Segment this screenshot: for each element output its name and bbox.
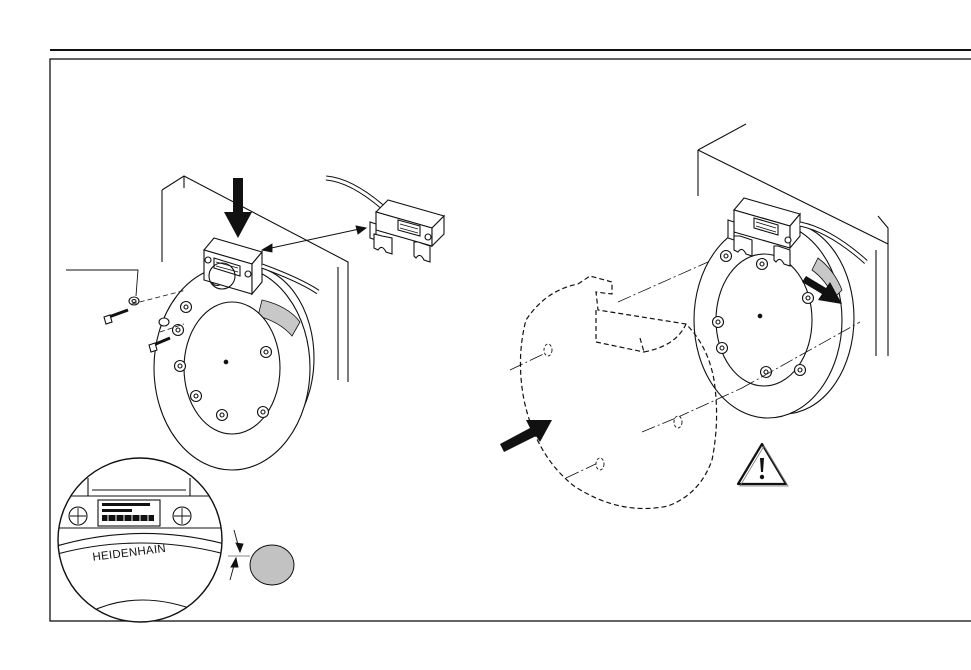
right-figure (694, 124, 888, 418)
spare-read-head (326, 178, 444, 262)
gap-dimension (228, 530, 250, 580)
magnifier-circle-icon: HEIDENHAIN (50, 458, 232, 622)
left-figure (66, 176, 348, 470)
protective-guard-dashed (520, 276, 716, 509)
replacement-arrow (262, 226, 366, 252)
gap-gauge-icon (250, 545, 294, 585)
press-arrow-icon (224, 178, 252, 238)
guard-holes (544, 344, 682, 470)
mounting-screws (104, 297, 170, 352)
insert-arrow-icon (500, 420, 552, 452)
spacer-leader (66, 270, 138, 296)
warning-icon (738, 444, 788, 486)
